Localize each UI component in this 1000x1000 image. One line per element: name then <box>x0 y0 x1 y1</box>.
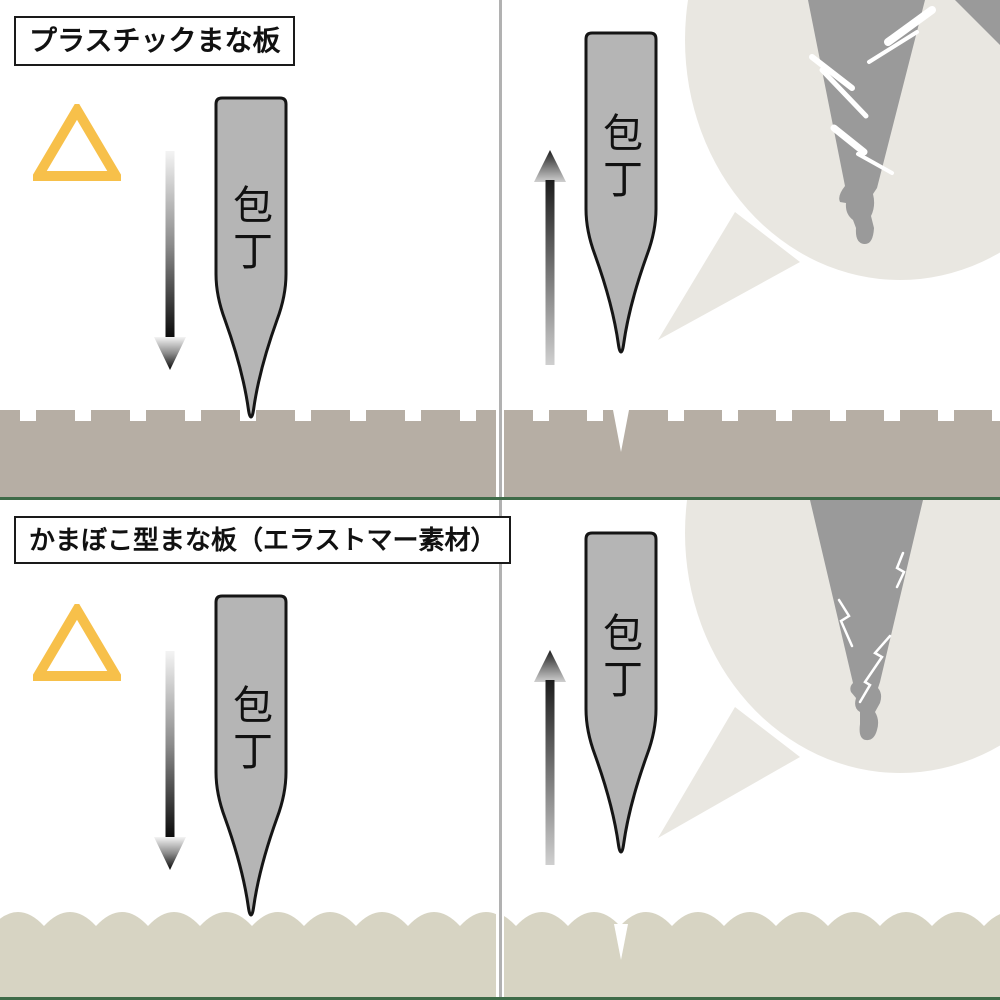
panel-title-elastomer: かまぼこ型まな板（エラストマー素材） <box>14 516 512 564</box>
caution-triangle-icon <box>33 104 121 181</box>
magnified-knife-tip-chipped <box>808 0 925 245</box>
up-arrow-icon <box>534 150 566 365</box>
magnified-knife-tip-cracked <box>810 500 923 741</box>
speech-bubble-tail <box>658 707 800 838</box>
speech-bubble-tail <box>658 212 800 340</box>
knife-label-vertical: 包丁 <box>597 112 641 204</box>
cutting-board-plastic-before <box>0 410 496 497</box>
up-arrow-icon <box>534 650 566 865</box>
knife-label-vertical: 包丁 <box>227 684 271 776</box>
crack-marks <box>837 551 906 704</box>
cutting-board-plastic-after-gouge <box>504 410 1000 497</box>
knife-label-vertical: 包丁 <box>597 612 641 704</box>
magnifier-speech-bubble <box>658 500 1000 838</box>
caution-triangle-icon <box>33 604 121 681</box>
knife-cut-mark <box>614 924 628 960</box>
knife-blade-up <box>584 31 658 354</box>
knife-blade-down <box>214 594 288 917</box>
knife-blade-up <box>584 531 658 854</box>
panel-elastomer-board: かまぼこ型まな板（エラストマー素材） 包丁 <box>0 500 1000 997</box>
magnifier-speech-bubble <box>658 0 1000 340</box>
knife-label-vertical: 包丁 <box>227 184 271 276</box>
down-arrow-icon <box>154 651 186 870</box>
panel-plastic-board: プラスチックまな板 包丁 <box>0 0 1000 497</box>
knife-blade-down <box>214 96 288 419</box>
bottom-edge-line <box>0 997 1000 1000</box>
panel-title-plastic: プラスチックまな板 <box>14 16 296 66</box>
down-arrow-icon <box>154 151 186 370</box>
chip-marks <box>809 6 936 175</box>
broken-corner-fragment <box>955 0 1000 45</box>
panel-separator-line <box>0 497 1000 500</box>
cutting-board-elastomer-after-cut <box>504 912 1000 997</box>
cutting-board-elastomer-before <box>0 912 496 997</box>
